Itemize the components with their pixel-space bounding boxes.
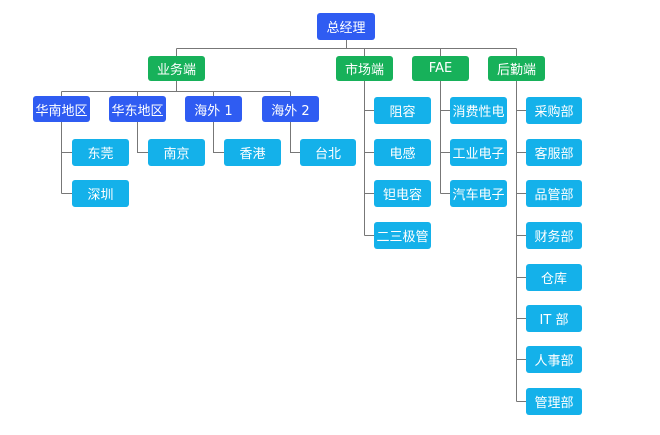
node-fae[interactable]: FAE — [412, 56, 469, 81]
connector-fae-children — [440, 81, 450, 194]
node-consumer-electronics[interactable]: 消费性电 — [450, 97, 507, 124]
node-industrial-electronics[interactable]: 工业电子 — [450, 139, 507, 166]
node-quality-control[interactable]: 品管部 — [526, 180, 582, 207]
node-hr[interactable]: 人事部 — [526, 346, 582, 373]
node-shenzhen[interactable]: 深圳 — [72, 180, 129, 207]
node-warehouse[interactable]: 仓库 — [526, 264, 582, 291]
connector-business-regions — [61, 81, 291, 96]
node-taipei[interactable]: 台北 — [300, 139, 356, 166]
node-management[interactable]: 管理部 — [526, 388, 582, 415]
connector-overseas1-children — [213, 122, 224, 153]
node-business[interactable]: 业务端 — [148, 56, 205, 81]
node-overseas-1[interactable]: 海外 1 — [185, 96, 242, 122]
connector-root-divisions — [176, 40, 517, 56]
node-tantalum-capacitor[interactable]: 钽电容 — [374, 180, 431, 207]
connector-south-china-children — [61, 122, 72, 194]
connector-market-children — [364, 81, 374, 236]
node-overseas-2[interactable]: 海外 2 — [262, 96, 319, 122]
node-inductor[interactable]: 电感 — [374, 139, 431, 166]
node-nanjing[interactable]: 南京 — [148, 139, 205, 166]
connector-backend-children — [516, 81, 526, 402]
node-it[interactable]: IT 部 — [526, 305, 582, 332]
node-general-manager[interactable]: 总经理 — [317, 13, 375, 40]
connector-overseas2-children — [290, 122, 300, 153]
node-backend[interactable]: 后勤端 — [488, 56, 545, 81]
node-east-china[interactable]: 华东地区 — [109, 96, 166, 122]
node-hongkong[interactable]: 香港 — [224, 139, 281, 166]
node-south-china[interactable]: 华南地区 — [33, 96, 90, 122]
node-diode-transistor[interactable]: 二三极管 — [374, 222, 431, 249]
node-dongguan[interactable]: 东莞 — [72, 139, 129, 166]
node-resistor-capacitor[interactable]: 阻容 — [374, 97, 431, 124]
node-customer-service[interactable]: 客服部 — [526, 139, 582, 166]
node-automotive-electronics[interactable]: 汽车电子 — [450, 180, 507, 207]
node-purchasing[interactable]: 采购部 — [526, 97, 582, 124]
connector-east-china-children — [137, 122, 148, 153]
node-market[interactable]: 市场端 — [336, 56, 393, 81]
node-finance[interactable]: 财务部 — [526, 222, 582, 249]
